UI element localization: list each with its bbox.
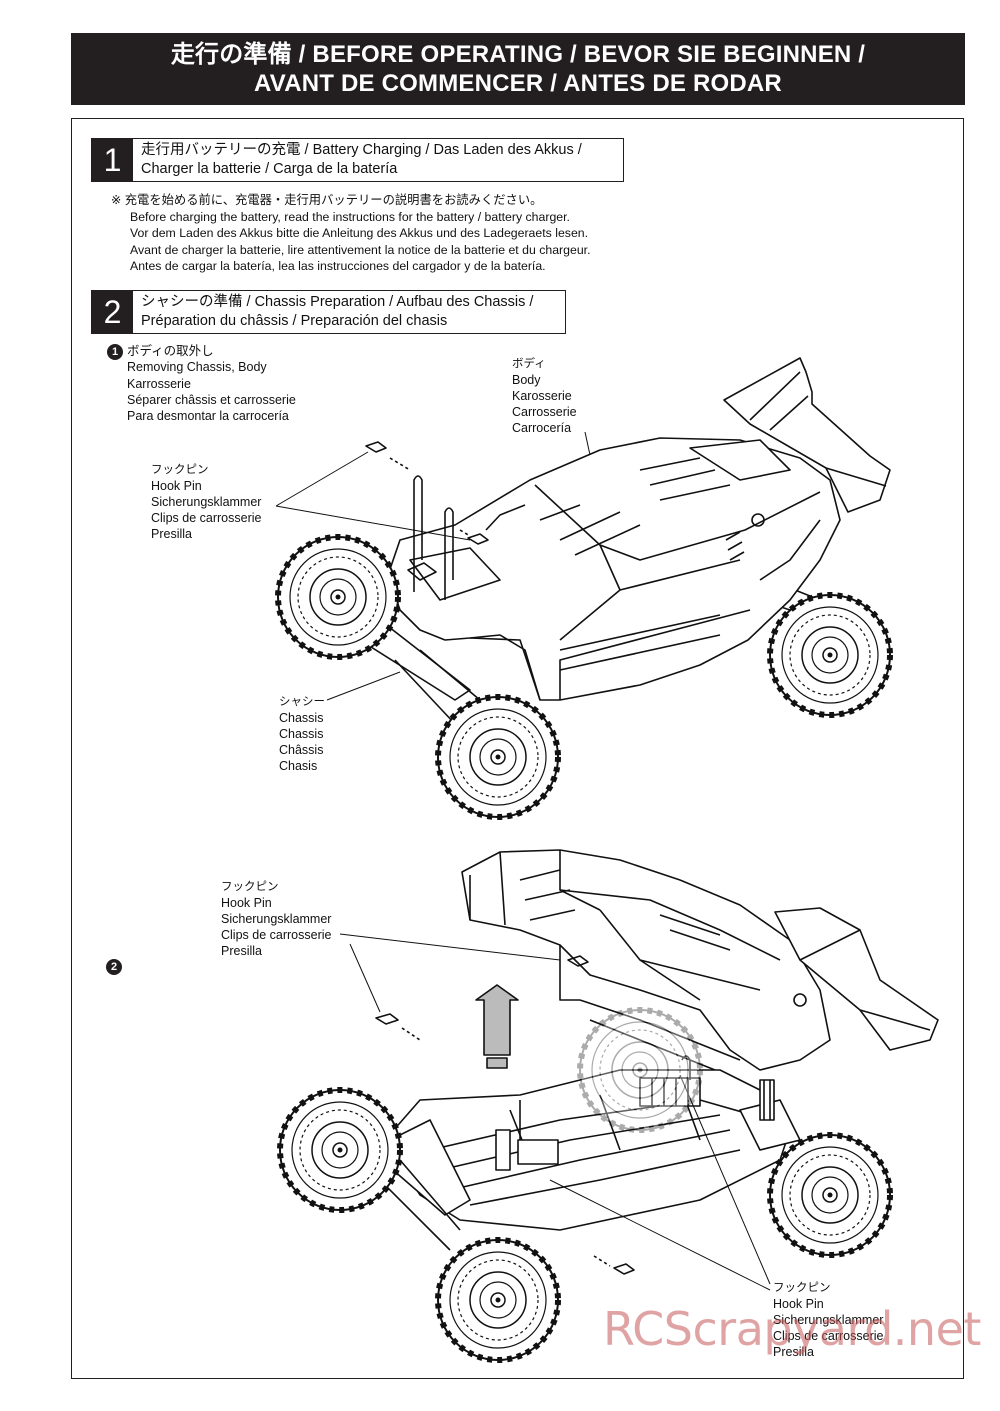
hook-pin-1-es: Presilla [151, 527, 192, 541]
hook-pin-label-3: フックピン Hook Pin Sicherungsklammer Clips d… [773, 1280, 883, 1360]
page-title-line-1: 走行の準備 / BEFORE OPERATING / BEVOR SIE BEG… [170, 41, 866, 68]
chassis-label-es: Chasis [279, 759, 318, 773]
substep-1-de: Karrosserie [127, 376, 191, 391]
watermark: RCScrapyard.net [603, 1302, 981, 1356]
hook-pin-1-de: Sicherungsklammer [151, 495, 262, 509]
body-label-en: Body [512, 373, 541, 387]
hook-pin-1-en: Hook Pin [151, 479, 202, 493]
page-title-line-2: AVANT DE COMMENCER / ANTES DE RODAR [254, 70, 782, 97]
step-1-number: 1 [92, 139, 133, 181]
hook-pin-3-de: Sicherungsklammer [773, 1313, 884, 1327]
step-1-title-line-2: Charger la batterie / Carga de la baterí… [141, 160, 398, 177]
hook-pin-2-jp: フックピン [221, 881, 279, 893]
hook-pin-1-fr: Clips de carrosserie [151, 511, 262, 525]
note-line-fr: Avant de charger la batterie, lire atten… [130, 242, 591, 257]
figure-1-front-left-tire [278, 537, 398, 657]
substep-1-en: Removing Chassis, Body [127, 360, 267, 375]
content-frame [71, 118, 964, 1379]
battery-note: ※ 充電を始める前に、充電器・走行用バッテリーの説明書をお読みください。 Bef… [111, 192, 591, 275]
hook-pin-3-en: Hook Pin [773, 1297, 824, 1311]
substep-1-fr: Séparer châssis et carrosserie [127, 392, 296, 407]
figure-1-front-right-tire [438, 697, 558, 817]
note-line-en: Before charging the battery, read the in… [130, 209, 570, 224]
hook-pin-2-fr: Clips de carrosserie [221, 928, 332, 942]
step-1-title-line-1: 走行用バッテリーの充電 / Battery Charging / Das Lad… [141, 142, 582, 158]
hook-pin-2-en: Hook Pin [221, 896, 272, 910]
figure-2-rear-left-tire [580, 1010, 700, 1130]
figure-2-rear-right-tire [770, 1135, 890, 1255]
substep-1-es: Para desmontar la carrocería [127, 409, 289, 424]
hook-pin-3-jp: フックピン [773, 1282, 831, 1294]
substep-1-jp: ボディの取外し [127, 344, 214, 358]
note-line-jp: ※ 充電を始める前に、充電器・走行用バッテリーの説明書をお読みください。 [111, 193, 543, 207]
figure-1-buggy [275, 357, 891, 741]
hook-pin-3-fr: Clips de carrosserie [773, 1329, 884, 1343]
body-label-de: Karosserie [512, 389, 572, 403]
chassis-label-en: Chassis [279, 711, 324, 725]
chassis-label-de: Chassis [279, 727, 324, 741]
body-label-es: Carrocería [512, 421, 572, 435]
figure-2-front-right-tire [438, 1240, 558, 1360]
step-1-header: 1 走行用バッテリーの充電 / Battery Charging / Das L… [91, 138, 624, 182]
step-2-title: シャシーの準備 / Chassis Preparation / Aufbau d… [141, 293, 533, 330]
hook-pin-label-1: フックピン Hook Pin Sicherungsklammer Clips d… [151, 462, 261, 542]
hook-pin-label-2: フックピン Hook Pin Sicherungsklammer Clips d… [221, 879, 331, 959]
note-line-es: Antes de cargar la batería, lea las inst… [130, 259, 546, 273]
note-line-de: Vor dem Laden des Akkus bitte die Anleit… [130, 226, 589, 240]
figure-1-rear-right-tire [770, 595, 890, 715]
body-label-fr: Carrosserie [512, 405, 577, 419]
figure-2-front-left-tire [280, 1090, 400, 1210]
chassis-label-fr: Châssis [279, 743, 324, 757]
chassis-label-jp: シャシー [279, 696, 325, 708]
page-title-banner: 走行の準備 / BEFORE OPERATING / BEVOR SIE BEG… [71, 33, 965, 105]
hook-pin-1-jp: フックピン [151, 464, 209, 476]
step-2-header: 2 シャシーの準備 / Chassis Preparation / Aufbau… [91, 290, 566, 334]
body-label-jp: ボディ [512, 358, 546, 370]
step-2-number: 2 [92, 291, 133, 333]
substep-1-caption: ボディの取外し Removing Chassis, Body Karrosser… [107, 343, 296, 424]
step-1-title: 走行用バッテリーの充電 / Battery Charging / Das Lad… [141, 141, 582, 178]
figure-2-body-lifted [339, 849, 939, 1291]
hook-pin-2-de: Sicherungsklammer [221, 912, 332, 926]
substep-1-marker: 1 [107, 344, 123, 360]
hook-pin-2-es: Presilla [221, 944, 262, 958]
body-label: ボディ Body Karosserie Carrosserie Carrocer… [512, 356, 577, 436]
step-2-title-line-1: シャシーの準備 / Chassis Preparation / Aufbau d… [141, 294, 534, 310]
chassis-label: シャシー Chassis Chassis Châssis Chasis [279, 694, 325, 774]
step-2-title-line-2: Préparation du châssis / Preparación del… [141, 312, 448, 329]
substep-2-marker: 2 [106, 959, 122, 975]
hook-pin-3-es: Presilla [773, 1345, 814, 1359]
